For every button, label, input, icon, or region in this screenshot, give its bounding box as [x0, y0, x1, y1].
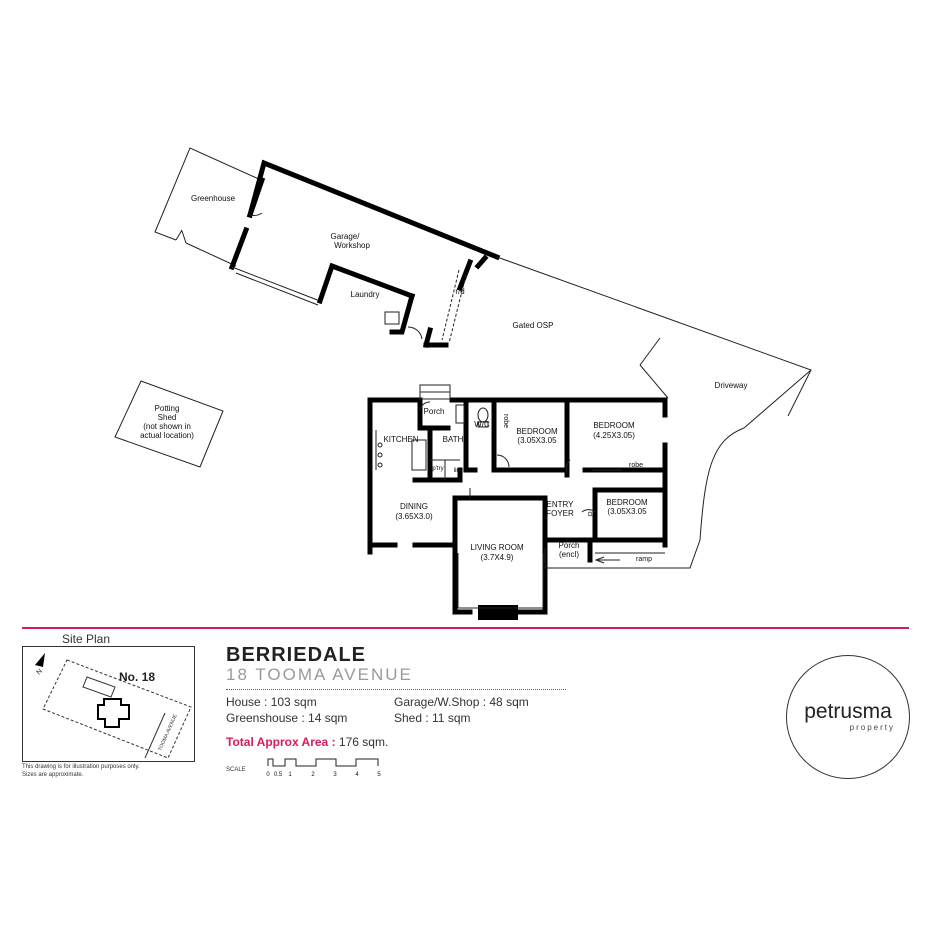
label-ramp: ramp: [636, 556, 652, 563]
logo-sub: property: [849, 723, 895, 732]
scale-tick-0-5: 0.5: [274, 772, 283, 778]
label-wc: W/C: [474, 420, 490, 429]
scale-tick-1: 1: [288, 772, 292, 778]
label-living-size: (3.7X4.9): [481, 553, 514, 562]
potting-shed-outline: [114, 380, 224, 468]
label-potting-1: Potting: [155, 404, 180, 413]
site-plan-box: N No. 18 TOOMA AVENUE: [22, 646, 195, 762]
area-garage: Garage/W.Shop : 48 sqm: [394, 695, 529, 709]
label-greenhouse: Greenhouse: [191, 194, 236, 203]
disclaimer-line-2: Sizes are approximate.: [22, 772, 84, 778]
scale-label: SCALE: [226, 767, 246, 773]
scale-tick-4: 4: [355, 772, 359, 778]
scale-tick-2: 2: [311, 772, 315, 778]
label-kitchen: KITCHEN: [383, 435, 418, 444]
label-entry-2: FOYER: [546, 509, 574, 518]
logo-name: petrusma: [804, 700, 892, 723]
label-garage-1: Garage/: [331, 232, 361, 241]
property-title: BERRIEDALE: [226, 644, 367, 666]
area-shed: Shed : 11 sqm: [394, 711, 471, 725]
label-bath: BATH: [443, 435, 464, 444]
scale-tick-5: 5: [377, 772, 381, 778]
dotted-divider: [226, 689, 566, 690]
label-dining-name: DINING: [400, 502, 428, 511]
total-area-label: Total Approx Area :: [226, 735, 336, 749]
disclaimer-line-1: This drawing is for illustration purpose…: [22, 764, 140, 770]
site-plan-drawing: N No. 18 TOOMA AVENUE: [35, 653, 192, 759]
label-gated-osp: Gated OSP: [513, 321, 554, 330]
section-divider: [22, 627, 909, 629]
site-plan-house-no: No. 18: [119, 670, 155, 684]
label-potting-3: (not shown in: [143, 422, 191, 431]
label-laundry: Laundry: [351, 290, 380, 299]
label-dining-size: (3.65X3.0): [395, 512, 433, 521]
label-porch-encl-2: (encl): [559, 550, 579, 559]
label-bedroom-2-size: (4.25X3.05): [593, 431, 635, 440]
label-bedroom-1-name: BEDROOM: [516, 427, 558, 436]
label-robe-2: robe: [629, 462, 643, 469]
site-plan-label: Site Plan: [62, 632, 111, 646]
house-walls: [367, 397, 668, 620]
house-details: [375, 384, 665, 609]
laundry-walls: [316, 262, 416, 335]
scale-bar: SCALE 0 0.5 1 2 3 4 5: [226, 758, 381, 778]
label-living-name: LIVING ROOM: [470, 543, 524, 552]
label-roller-door: r/d: [455, 287, 464, 296]
area-house: House : 103 sqm: [226, 695, 317, 709]
scale-tick-3: 3: [333, 772, 337, 778]
label-potting-4: actual location): [140, 431, 194, 440]
label-bedroom-3-name: BEDROOM: [606, 498, 648, 507]
label-bedroom-1-size: (3.05X3.05: [517, 436, 557, 445]
label-linen: linen: [454, 468, 467, 474]
site-boundary: [496, 256, 812, 569]
label-garage-2: Workshop: [334, 241, 370, 250]
site-plan-street: TOOMA AVENUE: [157, 713, 179, 752]
north-arrow-icon: [35, 653, 45, 667]
property-address: 18 TOOMA AVENUE: [226, 665, 413, 684]
site-plan-north: N: [35, 668, 44, 677]
label-bedroom-3-size: (3.05X3.05: [607, 507, 647, 516]
label-robe-1: robe: [502, 414, 509, 428]
label-pantry: p'try: [432, 466, 443, 472]
label-driveway: Driveway: [715, 381, 748, 390]
label-bedroom-2-name: BEDROOM: [593, 421, 635, 430]
label-potting-2: Shed: [158, 413, 177, 422]
label-porch-top: Porch: [424, 407, 445, 416]
scale-tick-0: 0: [266, 772, 270, 778]
area-greenhouse: Greenshouse : 14 sqm: [226, 711, 348, 725]
petrusma-logo: petrusma property: [786, 655, 910, 779]
disclaimer: This drawing is for illustration purpose…: [22, 763, 140, 779]
garage-walls: [228, 159, 501, 349]
greenhouse-outline: [154, 147, 262, 267]
label-closet: cl: [586, 511, 593, 517]
total-area: Total Approx Area : 176 sqm.: [226, 735, 388, 749]
label-entry-1: ENTRY: [547, 500, 575, 509]
total-area-value: 176 sqm.: [335, 735, 389, 749]
label-porch-encl-1: Porch: [559, 541, 580, 550]
